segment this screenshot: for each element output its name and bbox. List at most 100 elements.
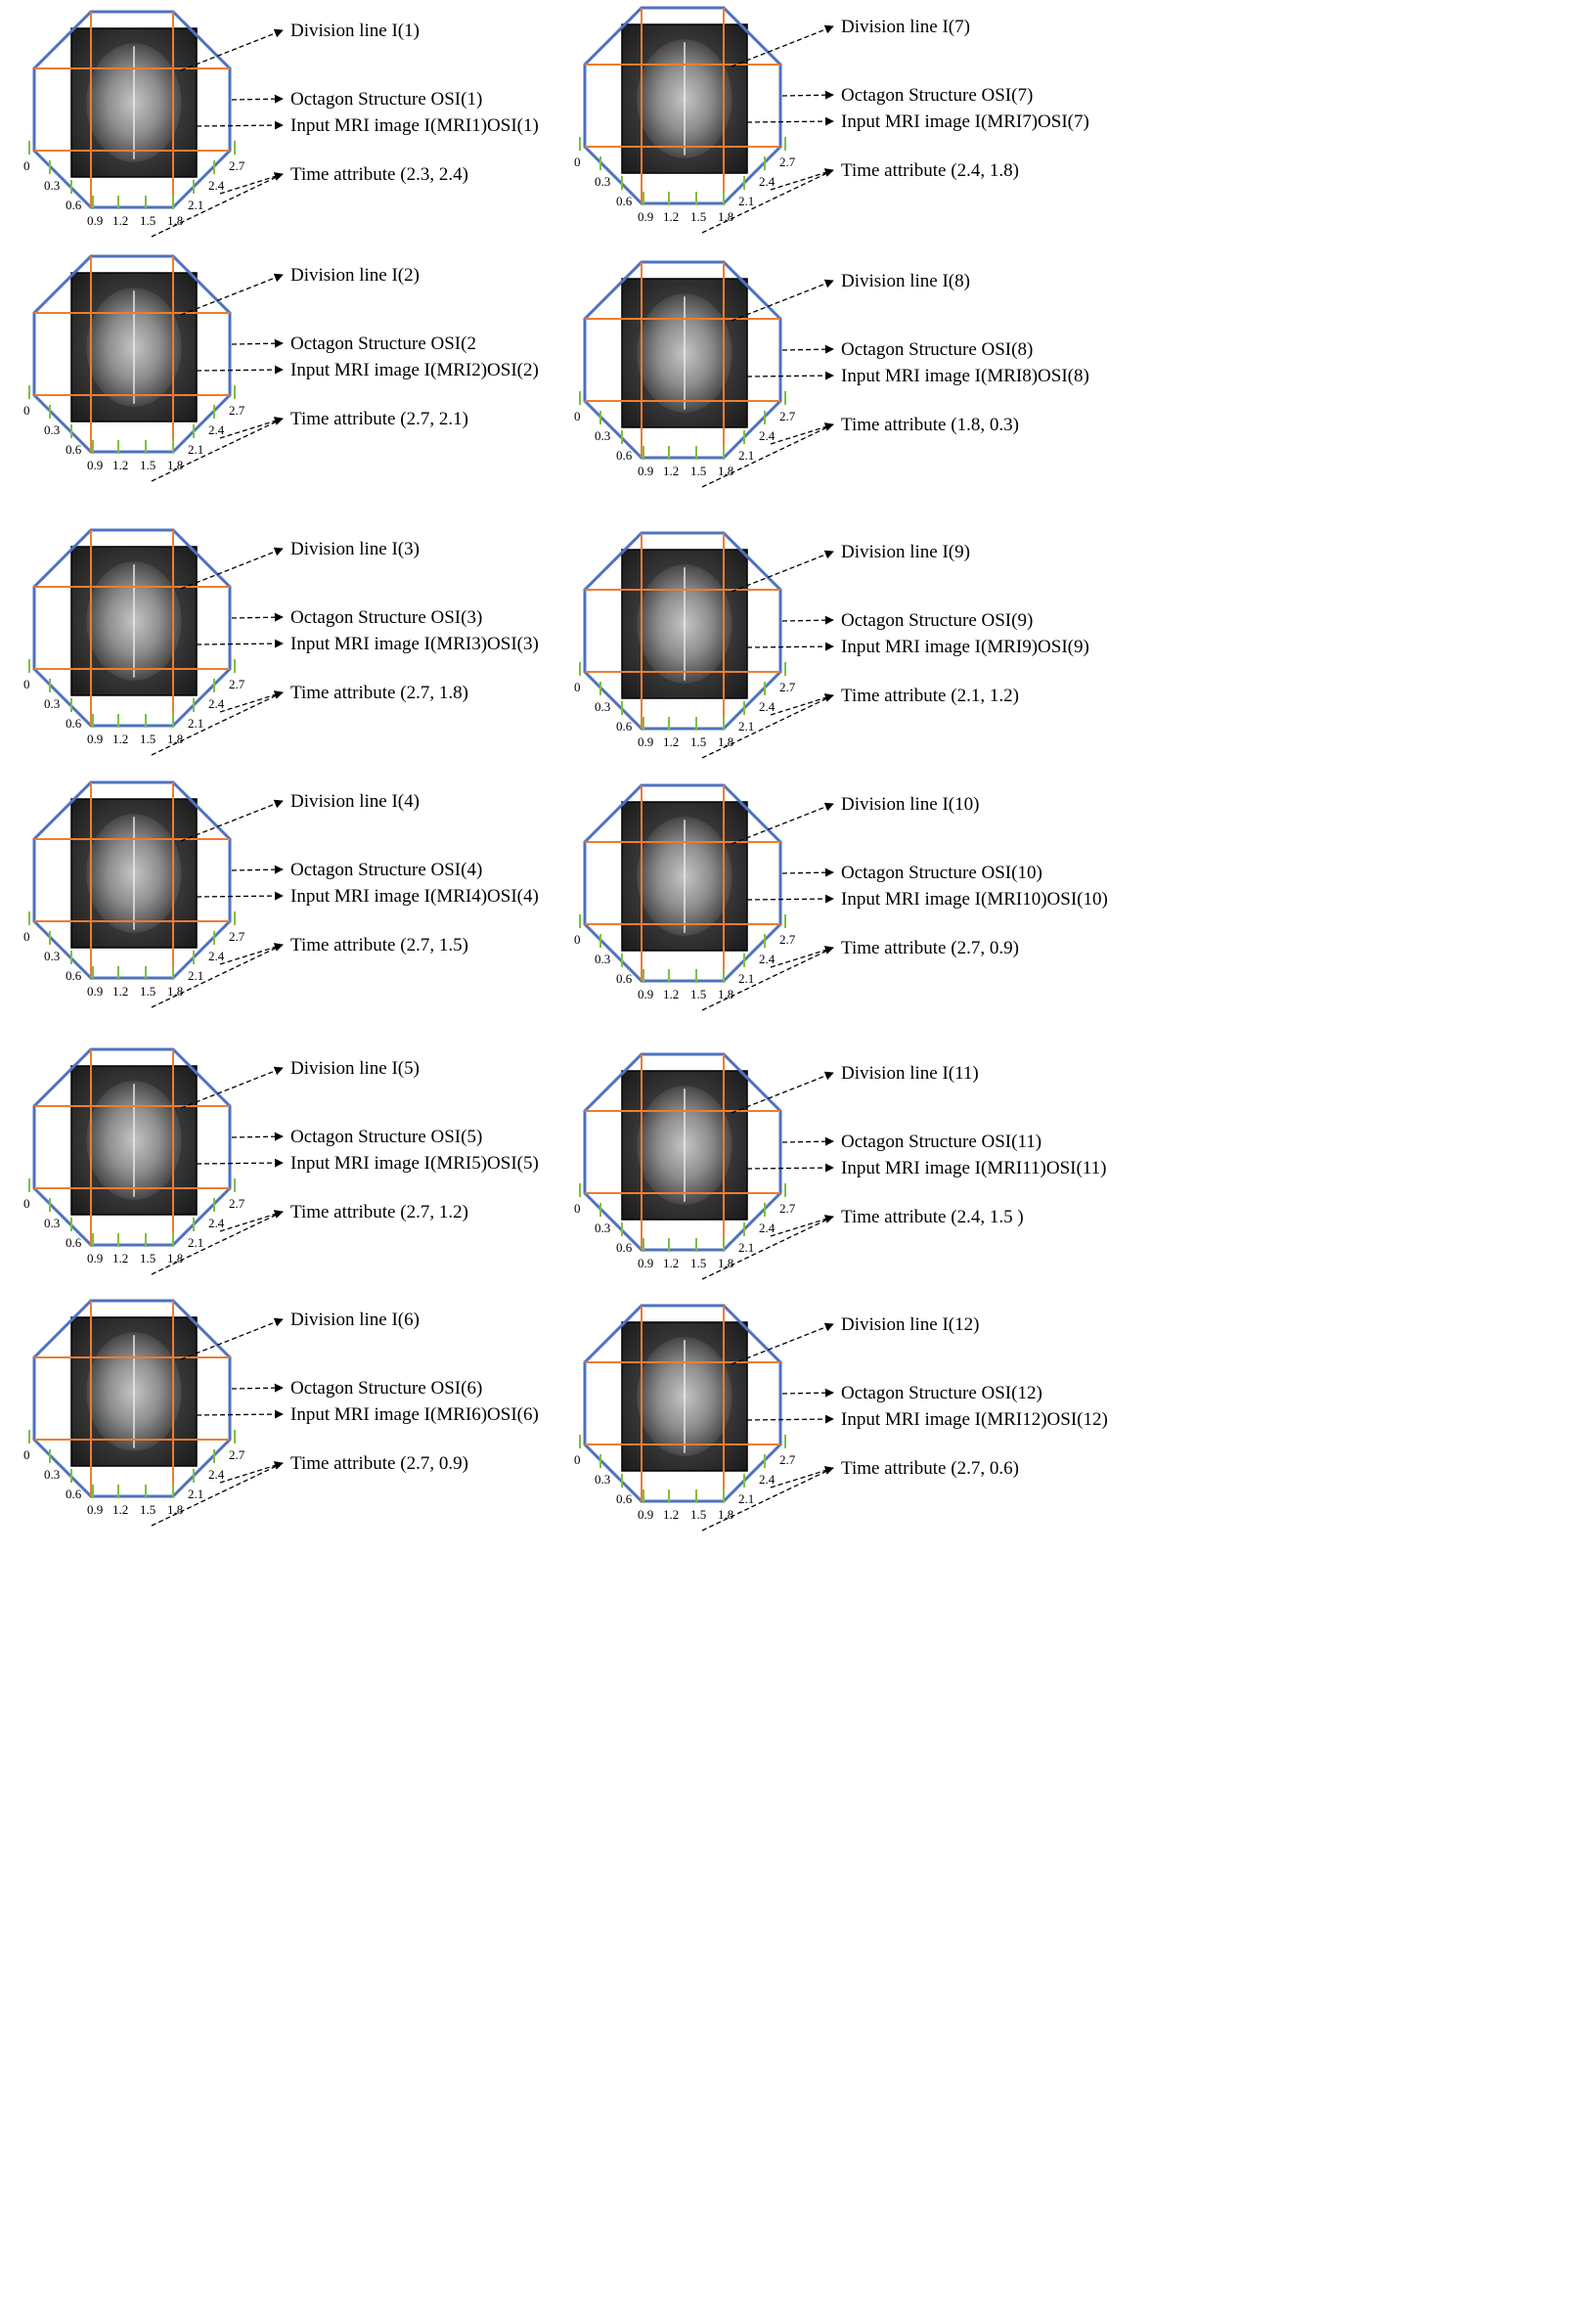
time-attribute-leader	[151, 173, 284, 238]
input-mri-label: Input MRI image I(MRI6)OSI(6)	[290, 1404, 539, 1425]
tick-label: 0.6	[616, 1491, 633, 1506]
octagon-structure-arrow	[231, 1132, 284, 1141]
tick-label: 2.1	[738, 1491, 754, 1506]
input-mri-label: Input MRI image I(MRI4)OSI(4)	[290, 886, 539, 907]
tick-label: 1.2	[663, 1507, 679, 1522]
tick-label: 0.9	[87, 1502, 103, 1517]
tick-label: 2.1	[738, 448, 754, 463]
tick-label: 1.5	[140, 1502, 155, 1517]
time-attribute-label: Time attribute (2.7, 1.5)	[290, 935, 468, 955]
tick-label: 1.8	[718, 464, 733, 478]
time-attribute-arrow	[219, 1210, 284, 1232]
time-attribute-arrow	[219, 690, 284, 713]
octagon-structure-arrow	[781, 1388, 834, 1398]
octagon-structure-arrow	[781, 344, 834, 354]
division-line-arrow	[180, 273, 284, 316]
tick-label: 0.6	[66, 1487, 82, 1501]
input-mri-label: Input MRI image I(MRI3)OSI(3)	[290, 634, 539, 654]
tick-label: 0.6	[616, 971, 633, 986]
tick-label: 0.9	[87, 984, 103, 999]
octagon-structure-label: Octagon Structure OSI(11)	[841, 1132, 1042, 1152]
division-line-arrow	[731, 1322, 834, 1365]
division-line-arrow	[731, 1071, 834, 1114]
tick-label: 1.2	[663, 209, 679, 224]
input-mri-arrow	[746, 116, 834, 126]
tick-label: 2.7	[229, 677, 245, 691]
tick-label: 0	[23, 1196, 30, 1211]
tick-label: 2.7	[229, 1196, 245, 1211]
input-mri-arrow	[746, 1414, 834, 1424]
tick-label: 0	[574, 1452, 581, 1467]
tick-label: 0.3	[595, 428, 610, 443]
octagon-structure-arrow	[781, 1136, 834, 1146]
tick-label: 0.6	[616, 448, 633, 463]
time-attribute-leader	[701, 1467, 834, 1532]
input-mri-arrow	[196, 365, 284, 375]
time-attribute-arrow	[219, 943, 284, 965]
division-line-arrow	[180, 1317, 284, 1360]
input-mri-arrow	[196, 891, 284, 901]
time-attribute-leader	[151, 418, 284, 482]
division-line-label: Division line I(6)	[290, 1310, 420, 1330]
octagon-structure-label: Octagon Structure OSI(10)	[841, 863, 1042, 883]
tick-label: 0	[574, 680, 581, 694]
tick-label: 0	[23, 677, 30, 691]
input-mri-arrow	[746, 894, 834, 904]
time-attribute-leader	[151, 1462, 284, 1527]
tick-label: 1.2	[663, 464, 679, 478]
division-line-arrow	[731, 24, 834, 67]
tick-label: 1.2	[112, 1502, 128, 1517]
tick-label: 2.1	[188, 1235, 203, 1250]
tick-label: 1.5	[690, 987, 706, 1001]
input-mri-arrow	[746, 642, 834, 651]
time-attribute-leader	[701, 423, 834, 488]
tick-label: 0.6	[616, 1240, 633, 1255]
tick-label: 1.2	[663, 734, 679, 749]
octagon-structure-label: Octagon Structure OSI(4)	[290, 860, 482, 880]
time-attribute-label: Time attribute (2.7, 2.1)	[290, 409, 468, 429]
input-mri-arrow	[746, 1163, 834, 1173]
tick-label: 2.7	[779, 1201, 796, 1216]
tick-label: 2.1	[188, 716, 203, 731]
tick-label: 0.3	[595, 952, 610, 966]
octagon-structure-label: Octagon Structure OSI(7)	[841, 85, 1033, 106]
tick-label: 2.1	[738, 719, 754, 733]
tick-label: 0.3	[44, 1467, 60, 1482]
tick-label: 2.4	[208, 949, 225, 963]
tick-label: 2.4	[208, 1216, 225, 1230]
octagon-structure-label: Octagon Structure OSI(3)	[290, 607, 482, 628]
tick-label: 1.5	[690, 209, 706, 224]
tick-label: 0.6	[66, 1235, 82, 1250]
tick-label: 2.4	[208, 696, 225, 711]
tick-label: 0.3	[44, 178, 60, 193]
tick-label: 1.2	[112, 213, 128, 228]
tick-label: 1.2	[112, 984, 128, 999]
time-attribute-label: Time attribute (2.3, 2.4)	[290, 164, 468, 185]
tick-label: 0.6	[66, 968, 82, 983]
tick-label: 0	[23, 158, 30, 173]
time-attribute-leader	[151, 944, 284, 1008]
input-mri-label: Input MRI image I(MRI1)OSI(1)	[290, 115, 539, 136]
time-attribute-arrow	[770, 693, 834, 716]
time-attribute-leader	[151, 1211, 284, 1275]
time-attribute-leader	[701, 947, 834, 1011]
tick-label: 0.9	[87, 732, 103, 746]
tick-label: 2.1	[188, 442, 203, 457]
tick-label: 0.3	[595, 174, 610, 189]
division-line-arrow	[731, 802, 834, 845]
tick-label: 2.4	[759, 1472, 776, 1487]
tick-label: 2.7	[229, 929, 245, 944]
input-mri-label: Input MRI image I(MRI12)OSI(12)	[841, 1409, 1108, 1430]
division-line-label: Division line I(8)	[841, 271, 970, 291]
input-mri-label: Input MRI image I(MRI5)OSI(5)	[290, 1153, 539, 1174]
time-attribute-arrow	[219, 417, 284, 439]
division-line-arrow	[180, 1066, 284, 1109]
